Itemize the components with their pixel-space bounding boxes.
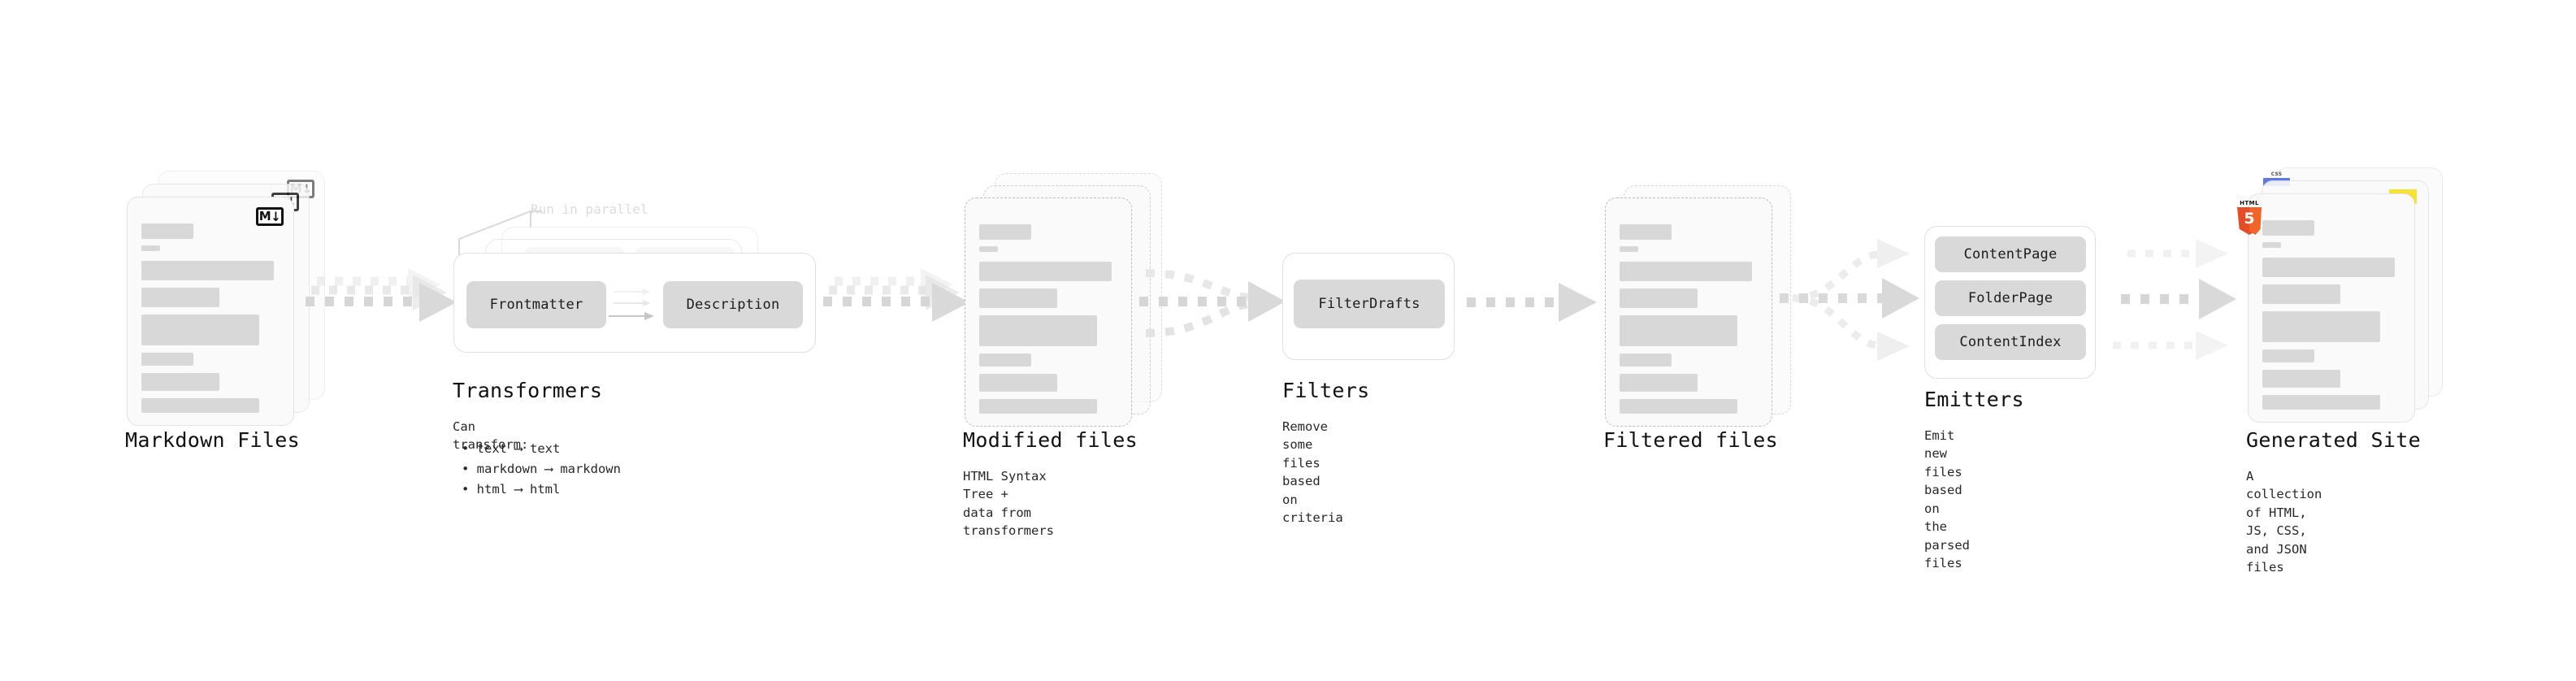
markdown-icon: M↓ (256, 207, 284, 226)
emitters-subtitle: Emit new files based on the parsed files (1924, 428, 1970, 571)
generated-site-subtitle: A collection of HTML, JS, CSS, and JSON … (2246, 469, 2322, 575)
markdown-file-card-front[interactable]: M↓ (127, 197, 294, 426)
arrow-filters-to-filtered (1467, 283, 1597, 322)
file-content-placeholder (2262, 220, 2400, 416)
run-in-parallel-label: Run in parallel (531, 202, 648, 217)
html5-icon: HTML 5 (2237, 200, 2262, 236)
transformer-inner-arrows (609, 288, 654, 320)
html5-icon-number: 5 (2244, 210, 2255, 228)
stage-title-generated-site: Generated Site (2246, 428, 2421, 452)
arrow-filtered-to-emitters (1780, 239, 1919, 361)
emitter-chip-folderpage[interactable]: FolderPage (1935, 280, 2086, 316)
transformers-bullet-0: • text ⟶ text (462, 441, 561, 456)
modified-file-card-front[interactable] (965, 197, 1132, 427)
transformers-subtitle: Can transform: (453, 419, 529, 453)
emitter-chip-contentpage-label: ContentPage (1963, 246, 2058, 262)
file-content-placeholder (979, 224, 1117, 420)
emitter-chip-contentpage[interactable]: ContentPage (1935, 236, 2086, 272)
transformers-bullet-2: • html ⟶ html (462, 482, 561, 497)
emitter-chip-contentindex[interactable]: ContentIndex (1935, 324, 2086, 360)
transformers-bullet-1: • markdown ⟶ markdown (462, 462, 621, 477)
run-in-parallel-bracket (458, 210, 542, 265)
emitter-chip-contentindex-label: ContentIndex (1959, 334, 2062, 350)
html5-icon-wordmark: HTML (2240, 200, 2259, 206)
emitters-panel: ContentPage FolderPage ContentIndex (1924, 226, 2096, 379)
transformer-chip-description-label: Description (686, 297, 780, 313)
arrow-transformers-to-modified (823, 268, 969, 322)
transformers-bullets: • text ⟶ text • markdown ⟶ markdown • ht… (462, 439, 621, 500)
filter-chip-filterdrafts[interactable]: FilterDrafts (1294, 280, 1445, 328)
stage-title-filters: Filters (1282, 379, 1370, 402)
stage-title-filtered-files: Filtered files (1603, 428, 1778, 452)
stage-title-transformers: Transformers (453, 379, 603, 402)
arrow-emitters-to-site (2113, 239, 2236, 360)
transformer-panel-front: Frontmatter Description (453, 253, 816, 353)
modified-files-subtitle: HTML Syntax Tree + data from transformer… (963, 469, 1054, 539)
css-icon-label: CSS (2270, 171, 2283, 177)
arrow-modified-to-filters (1139, 269, 1286, 337)
stage-title-markdown-files: Markdown Files (125, 428, 300, 452)
stage-title-modified-files: Modified files (963, 428, 1138, 452)
filters-subtitle: Remove some files based on criteria (1282, 419, 1343, 526)
filtered-file-card-front[interactable] (1605, 197, 1772, 427)
file-content-placeholder (141, 223, 280, 419)
transformer-chip-frontmatter[interactable]: Frontmatter (466, 281, 606, 328)
arrow-markdown-to-transformers (306, 268, 457, 322)
transformer-chip-frontmatter-label: Frontmatter (489, 297, 583, 313)
filter-chip-filterdrafts-label: FilterDrafts (1318, 296, 1420, 312)
generated-file-card-html[interactable]: HTML 5 (2237, 193, 2415, 423)
filters-panel: FilterDrafts (1282, 253, 1455, 360)
file-content-placeholder (1620, 224, 1758, 420)
emitter-chip-folderpage-label: FolderPage (1967, 290, 2053, 306)
transformer-chip-description[interactable]: Description (663, 281, 803, 328)
stage-title-emitters: Emitters (1924, 388, 2024, 411)
